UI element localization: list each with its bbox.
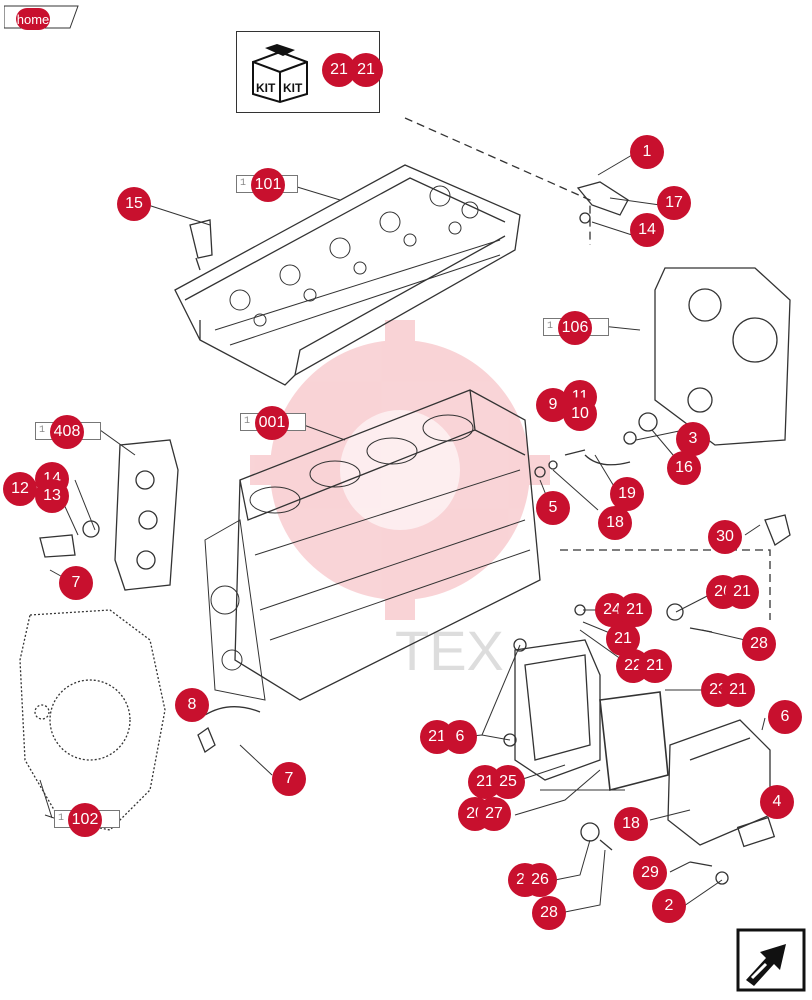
part-callout-c7a[interactable]: 7 (59, 566, 93, 600)
part-callout-c21b[interactable]: 21 (725, 575, 759, 609)
kit-label-right: KIT (283, 81, 303, 95)
part-callout-c21f[interactable]: 21 (721, 673, 755, 707)
part-callout-c28a[interactable]: 28 (742, 627, 776, 661)
ref-106-callout[interactable]: 106 (558, 311, 592, 345)
part-callout-c12[interactable]: 12 (3, 472, 37, 506)
home-label: home (16, 8, 50, 30)
part-callout-c6a[interactable]: 6 (443, 720, 477, 754)
part-callout-c7b[interactable]: 7 (272, 762, 306, 796)
kit-label-left: KIT (256, 81, 276, 95)
part-callout-c10[interactable]: 10 (563, 397, 597, 431)
part-callout-kit-b[interactable]: 21 (349, 53, 383, 87)
next-page-arrow-icon (736, 928, 806, 992)
part-callout-c18b[interactable]: 18 (614, 807, 648, 841)
kit-box-icon: KIT KIT (252, 44, 308, 104)
ref-408-callout[interactable]: 408 (50, 415, 84, 449)
part-callout-c18a[interactable]: 18 (598, 506, 632, 540)
part-callout-c19[interactable]: 19 (610, 477, 644, 511)
part-callout-c17[interactable]: 17 (657, 186, 691, 220)
part-callout-c4[interactable]: 4 (760, 785, 794, 819)
part-callout-c5[interactable]: 5 (536, 491, 570, 525)
part-callout-c25[interactable]: 25 (491, 765, 525, 799)
next-page-button[interactable] (736, 928, 806, 992)
ref-102-callout[interactable]: 102 (68, 803, 102, 837)
part-callout-c13[interactable]: 13 (35, 479, 69, 513)
part-callout-c16[interactable]: 16 (667, 451, 701, 485)
part-callout-c15[interactable]: 15 (117, 187, 151, 221)
part-callout-c29[interactable]: 29 (633, 856, 667, 890)
part-callout-c21d[interactable]: 21 (638, 649, 672, 683)
part-callout-c21a[interactable]: 21 (618, 593, 652, 627)
part-callout-c8[interactable]: 8 (175, 688, 209, 722)
watermark-text: TEX (395, 619, 504, 682)
part-callout-c2[interactable]: 2 (652, 889, 686, 923)
part-callout-c14a[interactable]: 14 (630, 213, 664, 247)
part-callout-c30[interactable]: 30 (708, 520, 742, 554)
part-callout-kit-a[interactable]: 21 (322, 53, 356, 87)
home-button[interactable]: home (3, 4, 80, 35)
part-callout-c1[interactable]: 1 (630, 135, 664, 169)
ref-101-callout[interactable]: 101 (251, 168, 285, 202)
part-callout-c27[interactable]: 27 (477, 797, 511, 831)
part-callout-c28b[interactable]: 28 (532, 896, 566, 930)
part-callout-c3[interactable]: 3 (676, 422, 710, 456)
part-callout-c6b[interactable]: 6 (768, 700, 802, 734)
part-callout-c26b[interactable]: 26 (523, 863, 557, 897)
ref-001-callout[interactable]: 001 (255, 406, 289, 440)
